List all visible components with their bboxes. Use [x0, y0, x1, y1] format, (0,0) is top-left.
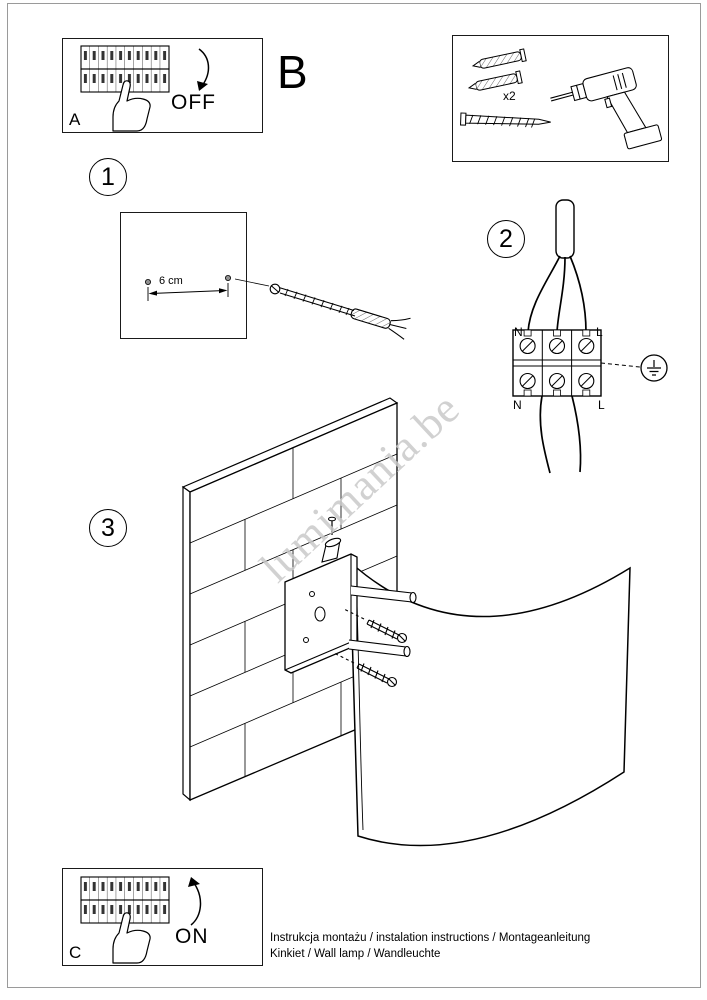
drill-hole-left: [144, 279, 151, 286]
terminal-label-l-bottom: L: [598, 398, 605, 412]
drill-icon: [550, 67, 663, 150]
step-2-number: 2: [487, 220, 525, 258]
anchor-quantity-label: x2: [503, 89, 516, 103]
footer-line-2: Kinkiet / Wall lamp / Wandleuchte: [270, 948, 441, 960]
dimension-lines: [147, 283, 229, 301]
cable-sheath: [555, 199, 575, 259]
terminal-label-n-bottom: N: [513, 398, 522, 412]
off-label: OFF: [171, 91, 216, 114]
wall-mounting-illustration: [181, 397, 631, 847]
terminal-label-n-top: N: [514, 325, 523, 339]
lamp-socket: [321, 516, 342, 563]
step-1-number: 1: [89, 158, 127, 196]
glass-shade: [349, 560, 631, 847]
drill-hole-right: [225, 275, 232, 282]
footer-line-1: Instrukcja montażu / instalation instruc…: [270, 932, 591, 944]
breaker-on-illustration: [80, 876, 202, 964]
step-1-digit: 1: [101, 162, 115, 191]
pointing-hand-icon: [112, 912, 151, 964]
mounting-studs: [348, 585, 417, 658]
drilling-template-box: 6 cm: [120, 212, 247, 339]
box-a-label: A: [69, 110, 81, 129]
wires: [527, 255, 587, 474]
section-b-label: B: [277, 46, 308, 98]
page-border: [7, 3, 701, 988]
leader-line: [235, 278, 270, 287]
terminal-block: [512, 329, 602, 397]
footer: Instrukcja montażu / instalation instruc…: [270, 930, 590, 962]
ground-symbol-icon: [640, 354, 668, 382]
screw-icon: [460, 112, 551, 128]
curved-arrow-down-icon: [197, 48, 210, 91]
wall-plug-icon: [467, 70, 523, 91]
screw-anchor-illustration: [235, 278, 411, 340]
power-off-box: OFF A: [62, 38, 263, 133]
terminal-label-l-top: L: [596, 325, 603, 339]
ground-leader-line: [600, 362, 641, 368]
on-label: ON: [175, 925, 209, 948]
screw-icon: [269, 283, 356, 317]
drill-holes-illustration: [144, 275, 232, 301]
curved-arrow-up-icon: [188, 877, 202, 926]
mounting-screws: [333, 608, 408, 688]
wall-plug-icon: [471, 48, 527, 69]
power-on-box: ON C: [62, 868, 263, 966]
parts-box: x2: [452, 35, 669, 162]
breaker-off-illustration: [80, 45, 210, 132]
step-2-digit: 2: [499, 224, 513, 253]
wall-plug-icon: [350, 308, 411, 340]
hole-spacing-label: 6 cm: [159, 275, 183, 287]
box-c-label: C: [69, 943, 82, 962]
wiring-diagram: [512, 199, 668, 474]
circuit-breaker-panel-icon: [80, 45, 170, 93]
pointing-hand-icon: [112, 80, 151, 132]
step-3-digit: 3: [101, 513, 115, 542]
step-3-number: 3: [89, 509, 127, 547]
parts-illustration: [460, 48, 663, 150]
